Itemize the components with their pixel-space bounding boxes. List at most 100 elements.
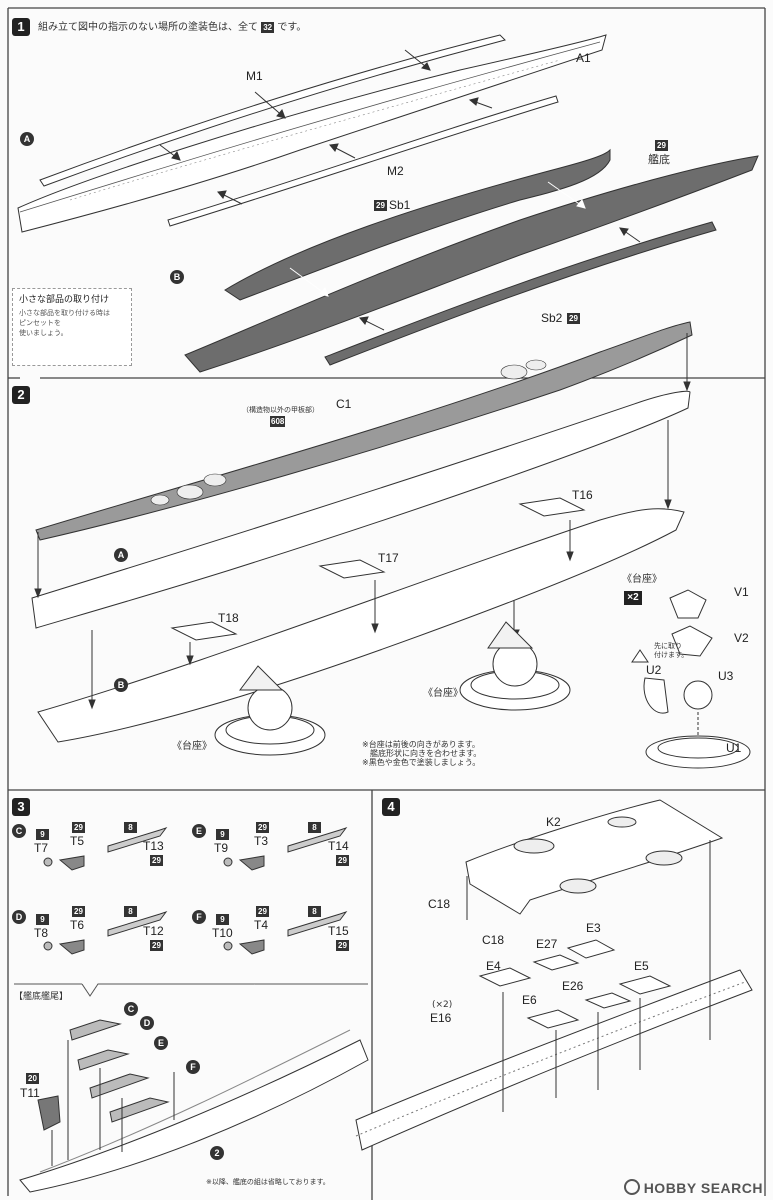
step2-assembly-a: A bbox=[114, 548, 128, 562]
part-e4: E4 bbox=[486, 959, 501, 973]
stand-note-1: ※台座は前後の向きがあります。 bbox=[362, 740, 480, 749]
stern-title: 【艦底艦尾】 bbox=[14, 992, 69, 1002]
stand-parts-diagram bbox=[631, 589, 751, 769]
assembly-a-marker: A bbox=[20, 132, 34, 146]
stand-note-3: ※黒色や金色で塗装しましょう。 bbox=[362, 758, 481, 768]
stern-marker-c: C bbox=[124, 1002, 138, 1016]
t15-color-2: 29 bbox=[336, 940, 349, 951]
part-t13: T13 bbox=[143, 839, 164, 853]
part-t7: T7 bbox=[34, 841, 49, 855]
part-sb1: Sb1 bbox=[389, 198, 411, 212]
panel-borders bbox=[7, 7, 766, 1200]
legend-title: 《台座》 bbox=[622, 574, 662, 585]
prop-group-e bbox=[223, 827, 348, 871]
part-t12: T12 bbox=[143, 924, 164, 938]
part-t9: T9 bbox=[214, 841, 229, 855]
display-stand-1 bbox=[214, 665, 326, 756]
e16-quantity: (×2) bbox=[432, 1000, 453, 1010]
tip-line-3: 使いましょう。 bbox=[19, 329, 68, 337]
part-e27: E27 bbox=[536, 937, 558, 951]
group-d-marker: D bbox=[12, 910, 26, 924]
t4-color: 29 bbox=[256, 906, 269, 917]
part-v2: V2 bbox=[734, 631, 749, 645]
t7-color: 9 bbox=[36, 829, 49, 840]
part-t5: T5 bbox=[70, 834, 85, 848]
legend-quantity: ×2 bbox=[624, 591, 642, 605]
group-e-marker: E bbox=[192, 824, 206, 838]
t8-color: 9 bbox=[36, 914, 49, 925]
t3-color: 29 bbox=[256, 822, 269, 833]
stand-notes: ※台座は前後の向きがあります。 艦底形状に向きを合わせます。 ※黒色や金色で塗装… bbox=[362, 740, 481, 768]
step4-superstructure bbox=[355, 799, 753, 1151]
t14-color: 8 bbox=[308, 822, 321, 833]
step1-hull-a bbox=[17, 34, 607, 233]
part-u2: U2 bbox=[646, 663, 662, 677]
part-a1: A1 bbox=[576, 51, 591, 65]
part-e26: E26 bbox=[562, 979, 584, 993]
display-stand-2 bbox=[459, 621, 571, 711]
deck-color: 608 bbox=[270, 416, 286, 427]
part-kantei: 艦底 bbox=[648, 153, 670, 166]
part-t11: T11 bbox=[20, 1086, 40, 1100]
part-t18: T18 bbox=[218, 611, 239, 625]
t15-color: 8 bbox=[308, 906, 321, 917]
kantei-color: 29 bbox=[655, 140, 668, 151]
color-code: 32 bbox=[261, 22, 275, 33]
prop-group-c bbox=[43, 827, 168, 871]
part-m2: M2 bbox=[387, 164, 404, 178]
step-3-number: 3 bbox=[12, 798, 30, 816]
tip-line-2: ピンセットを bbox=[19, 319, 61, 327]
part-t15: T15 bbox=[328, 924, 349, 938]
sb2-color: 29 bbox=[567, 313, 580, 324]
step3-parts bbox=[43, 827, 348, 955]
part-c18-b: C18 bbox=[482, 933, 505, 947]
stern-marker-d: D bbox=[140, 1016, 154, 1030]
instruction-text: 組み立て図中の指示のない場所の塗装色は、全て bbox=[38, 22, 258, 33]
t5-color: 29 bbox=[72, 822, 85, 833]
part-e16: E16 bbox=[430, 1011, 452, 1025]
watermark: HOBBY SEARCH bbox=[623, 1179, 763, 1196]
part-t16: T16 bbox=[572, 488, 593, 502]
t13-color: 8 bbox=[124, 822, 137, 833]
part-t6: T6 bbox=[70, 918, 85, 932]
part-t14: T14 bbox=[328, 839, 349, 853]
stern-box bbox=[14, 983, 368, 997]
stern-footnote: ※以降、艦底の組は省略しております。 bbox=[206, 1178, 330, 1186]
step-2-number: 2 bbox=[12, 386, 30, 404]
part-c18-a: C18 bbox=[428, 897, 451, 911]
part-e5: E5 bbox=[634, 959, 649, 973]
step-1-instruction: 組み立て図中の指示のない場所の塗装色は、全て 32 です。 bbox=[38, 22, 306, 34]
step2-deck bbox=[31, 321, 751, 769]
t11-color: 20 bbox=[26, 1073, 39, 1084]
warning-line-1: 先に取り bbox=[654, 642, 682, 650]
part-t3: T3 bbox=[254, 834, 269, 848]
stand-label-2: 《台座》 bbox=[423, 688, 463, 699]
t9-color: 9 bbox=[216, 829, 229, 840]
part-e3: E3 bbox=[586, 921, 601, 935]
part-t8: T8 bbox=[34, 926, 49, 940]
tip-line-1: 小さな部品を取り付ける時は bbox=[19, 309, 110, 317]
t12-color: 8 bbox=[124, 906, 137, 917]
part-t4: T4 bbox=[254, 918, 269, 932]
instruction-suffix: です。 bbox=[277, 22, 307, 33]
part-v1: V1 bbox=[734, 585, 749, 599]
step2-assembly-b: B bbox=[114, 678, 128, 692]
watermark-text: HOBBY SEARCH bbox=[643, 1180, 763, 1196]
part-e6: E6 bbox=[522, 993, 537, 1007]
part-t10: T10 bbox=[212, 926, 233, 940]
t14-color-2: 29 bbox=[336, 855, 349, 866]
warning-line-2: 付けます。 bbox=[654, 651, 689, 659]
part-m1: M1 bbox=[246, 69, 263, 83]
part-k2: K2 bbox=[546, 815, 561, 829]
t13-color-2: 29 bbox=[150, 855, 163, 866]
t6-color: 29 bbox=[72, 906, 85, 917]
part-u3: U3 bbox=[718, 669, 734, 683]
part-sb2: Sb2 bbox=[541, 311, 563, 325]
prop-group-f bbox=[223, 911, 348, 955]
stern-hull bbox=[19, 1019, 369, 1193]
t12-color-2: 29 bbox=[150, 940, 163, 951]
tip-title: 小さな部品の取り付け bbox=[19, 295, 110, 305]
stand-label-1: 《台座》 bbox=[172, 741, 212, 752]
